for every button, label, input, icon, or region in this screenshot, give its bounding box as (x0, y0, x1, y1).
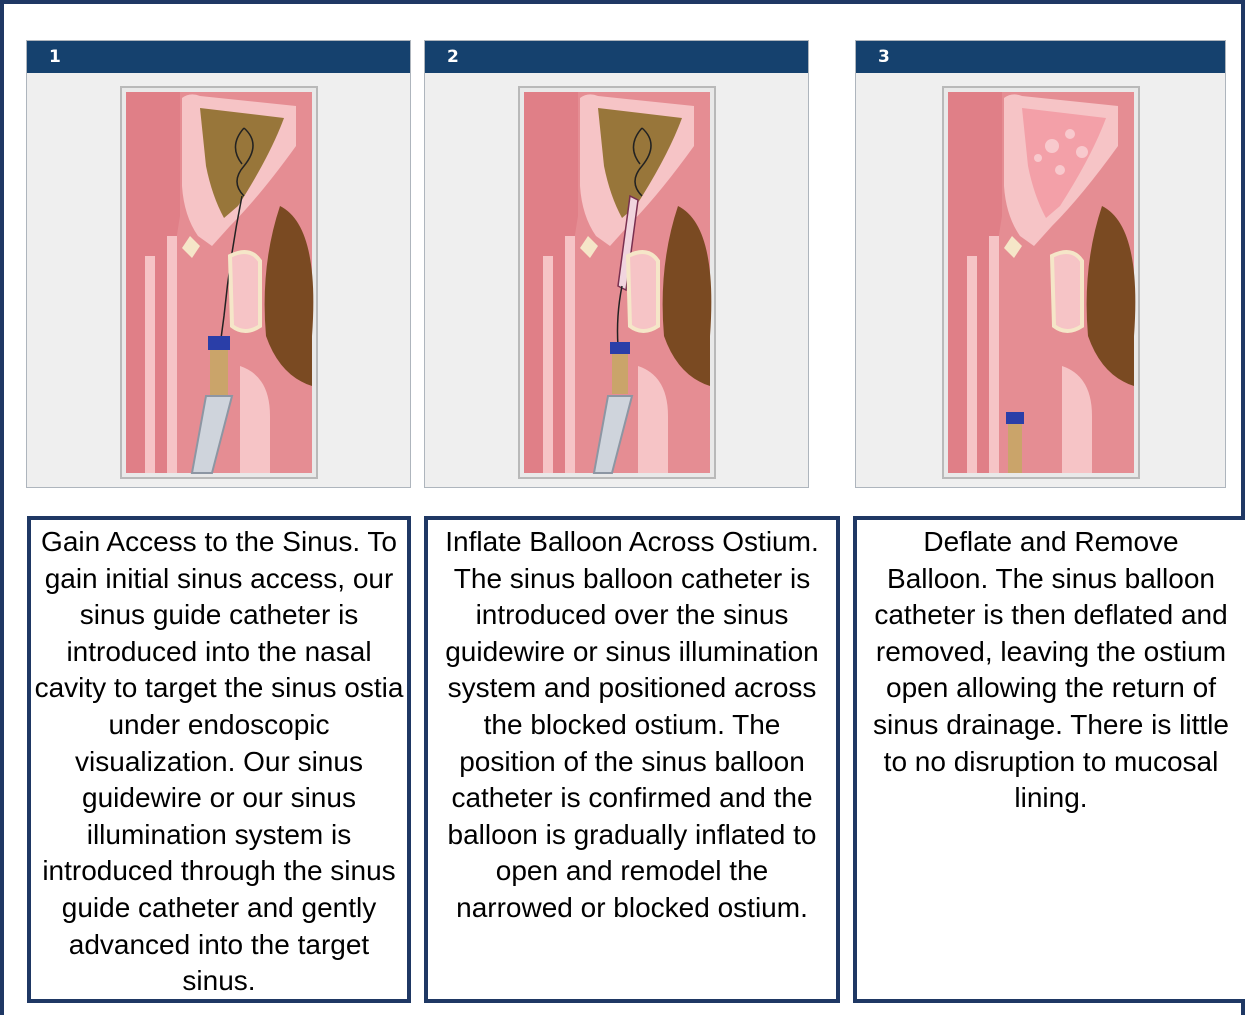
mucosa-bubble (1045, 139, 1059, 153)
step-2-panel: 2 (424, 40, 809, 488)
step-2-number: 2 (425, 41, 808, 73)
ethmoid-cells (230, 252, 260, 331)
catheter-tip (208, 336, 230, 350)
catheter-tip (610, 342, 630, 354)
step-2-caption-box: Inflate Balloon Across Ostium. The sinus… (424, 516, 840, 1003)
step-1-illustration (120, 86, 318, 479)
catheter-body (1008, 424, 1022, 473)
step-3-illustration (942, 86, 1140, 479)
step-2-illustration (518, 86, 716, 479)
step-2-caption: Inflate Balloon Across Ostium. The sinus… (434, 524, 830, 927)
mucosa-bubble (1076, 146, 1088, 158)
step-1-number: 1 (27, 41, 410, 73)
mucosa-bubble (1055, 165, 1065, 175)
step-3-caption-box: Deflate and Remove Balloon. The sinus ba… (853, 516, 1245, 1003)
catheter-body (210, 350, 228, 395)
step-3-panel: 3 (855, 40, 1226, 488)
ethmoid-cells (628, 252, 658, 331)
step-3-caption: Deflate and Remove Balloon. The sinus ba… (871, 524, 1231, 817)
step-3-number: 3 (856, 41, 1225, 73)
mucosa-bubble (1065, 129, 1075, 139)
catheter-tip (1006, 412, 1024, 424)
step-1-panel: 1 (26, 40, 411, 488)
step-1-caption: Gain Access to the Sinus. To gain initia… (31, 524, 407, 1000)
catheter-body (612, 354, 628, 394)
step-1-caption-box: Gain Access to the Sinus. To gain initia… (27, 516, 411, 1003)
ethmoid-cells (1052, 252, 1082, 331)
mucosa-bubble (1034, 154, 1042, 162)
